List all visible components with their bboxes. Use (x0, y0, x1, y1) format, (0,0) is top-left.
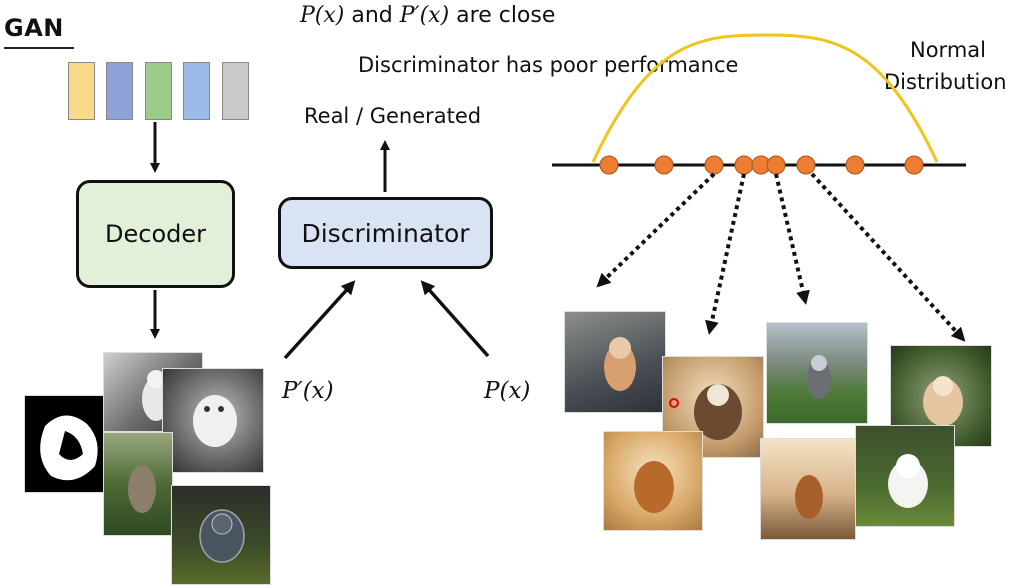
image-dog-dust-warm (603, 431, 703, 531)
latent-cell (145, 62, 172, 120)
sample-dot (704, 155, 724, 175)
sample-dot (904, 155, 924, 175)
sample-dot (766, 155, 786, 175)
sample-dot (599, 155, 619, 175)
latent-cell (183, 62, 210, 120)
output-label: Real / Generated (304, 104, 482, 128)
image-dark-dog (171, 485, 271, 585)
p-prime-label: P′(x) (282, 378, 334, 404)
latent-cell (106, 62, 133, 120)
slide-title: GAN (4, 14, 64, 42)
latent-cell (68, 62, 95, 120)
sample-dot (654, 155, 674, 175)
image-white-dog (855, 425, 955, 527)
image-dog-in-field (103, 432, 173, 536)
image-dog-running-road (760, 438, 856, 540)
decoder-box: Decoder (76, 180, 235, 288)
dotted-arrow (705, 173, 746, 335)
decoder-label: Decoder (105, 220, 206, 248)
close-caption: P(x) and P′(x) are close (300, 3, 556, 28)
latent-cell (222, 62, 249, 120)
discriminator-box: Discriminator (278, 197, 493, 269)
p-label: P(x) (484, 378, 531, 404)
discriminator-label: Discriminator (301, 218, 470, 248)
dotted-arrow (810, 172, 966, 342)
normal-label-line2: Distribution (884, 70, 1007, 94)
poor-performance-caption: Discriminator has poor performance (358, 53, 739, 77)
dotted-arrow (774, 173, 810, 305)
sample-dot (845, 155, 865, 175)
dotted-arrow (596, 172, 716, 288)
arrow-p-to-discriminator (420, 280, 490, 358)
image-grayscale-dog-2 (162, 368, 264, 473)
arrow-pprime-to-discriminator (283, 280, 356, 360)
image-silhouette-dog (24, 395, 104, 493)
sample-dot (796, 155, 816, 175)
normal-label-line1: Normal (910, 38, 986, 62)
sample-dot (734, 155, 754, 175)
image-husky-in-field (766, 322, 868, 424)
normal-curve (591, 33, 939, 163)
image-dog-on-street (564, 311, 666, 413)
title-underline (4, 47, 74, 49)
